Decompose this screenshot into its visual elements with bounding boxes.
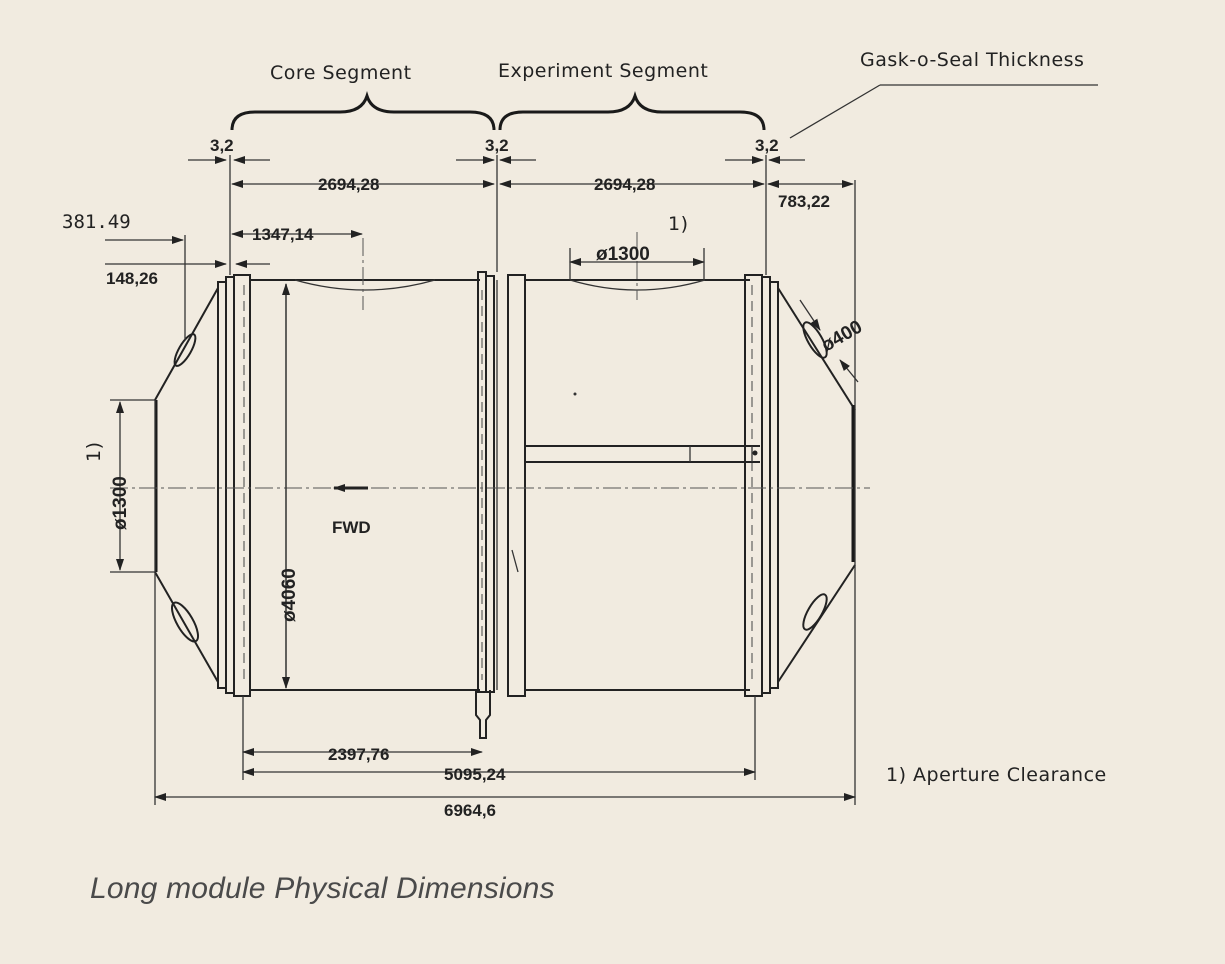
dim-port: ø400 — [818, 316, 866, 356]
fwd-label: FWD — [332, 518, 371, 537]
segment-braces — [230, 90, 766, 131]
extension-lines — [110, 155, 856, 805]
dim-gap-mid: 3,2 — [485, 136, 509, 155]
note-aperture-clearance: 1) Aperture Clearance — [886, 764, 1107, 786]
figure-caption: Long module Physical Dimensions — [90, 872, 555, 905]
dim-2397: 2397,76 — [328, 745, 389, 764]
label-core-segment: Core Segment — [270, 62, 412, 84]
dim-right-cone: 783,22 — [778, 192, 830, 211]
dimension-lines — [105, 84, 1098, 801]
note-marker-top: 1) — [668, 213, 689, 235]
dim-gap-right: 3,2 — [755, 136, 779, 155]
dim-aperture-left: ø1300 — [110, 476, 131, 530]
dim-6964: 6964,6 — [444, 801, 496, 820]
dim-left-ring: 148,26 — [106, 269, 158, 288]
dim-core-length: 2694,28 — [318, 175, 379, 194]
dim-experiment-length: 2694,28 — [594, 175, 655, 194]
dim-left-cone: 381.49 — [62, 211, 131, 233]
label-experiment-segment: Experiment Segment — [498, 60, 708, 82]
module-body — [110, 232, 870, 739]
label-gasket: Gask-o-Seal Thickness — [860, 49, 1084, 71]
dim-core-half: 1347,14 — [252, 225, 314, 244]
note-marker-left: 1) — [83, 441, 105, 462]
dim-aperture-top: ø1300 — [596, 244, 650, 265]
dim-diameter: ø4060 — [279, 568, 300, 622]
dim-gap-left: 3,2 — [210, 136, 234, 155]
dim-5095: 5095,24 — [444, 765, 506, 784]
text-labels: Core Segment Experiment Segment Gask-o-S… — [62, 49, 1107, 820]
